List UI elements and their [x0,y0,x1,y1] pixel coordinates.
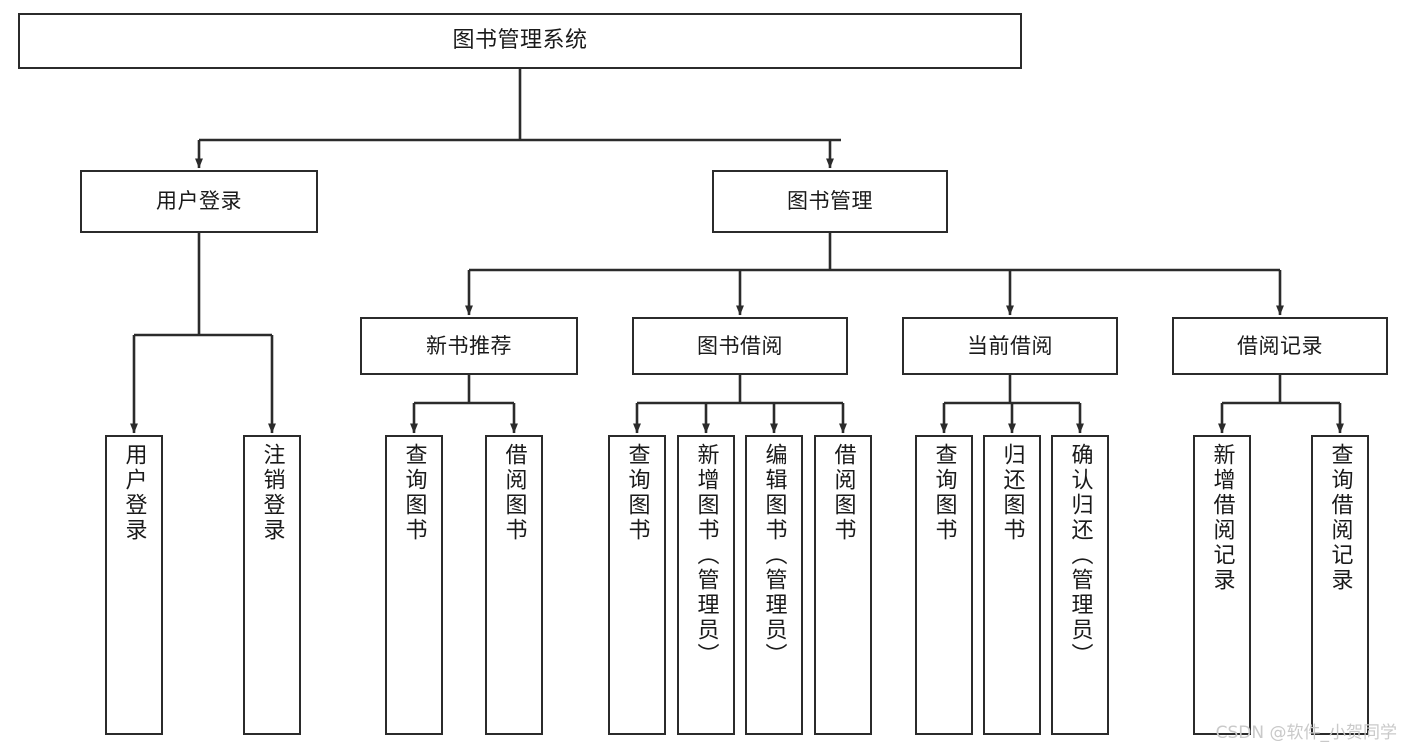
node-leaf-return-book-label: 归还图书 [999,443,1025,543]
node-leaf-query-book-new-label: 查询图书 [401,443,427,543]
node-book-borrow-label: 图书借阅 [697,333,783,358]
node-leaf-query-book-borrow[interactable]: 查询图书 [608,435,666,735]
node-leaf-edit-book-admin-label: 编辑图书（管理员） [761,443,787,668]
node-leaf-logout[interactable]: 注销登录 [243,435,301,735]
node-book-management[interactable]: 图书管理 [712,170,948,233]
csdn-watermark: CSDN @软件_小贺同学 [1215,723,1397,743]
node-leaf-edit-book-admin[interactable]: 编辑图书（管理员） [745,435,803,735]
node-book-borrow[interactable]: 图书借阅 [632,317,848,375]
node-leaf-logout-label: 注销登录 [259,443,285,543]
node-current-borrow-label: 当前借阅 [967,333,1053,358]
node-leaf-add-book-admin-label: 新增图书（管理员） [693,443,719,668]
node-leaf-user-login-label: 用户登录 [121,443,147,543]
node-leaf-user-login[interactable]: 用户登录 [105,435,163,735]
node-new-book-recommend-label: 新书推荐 [426,333,512,358]
node-leaf-confirm-return-admin[interactable]: 确认归还（管理员） [1051,435,1109,735]
node-leaf-query-book-borrow-label: 查询图书 [624,443,650,543]
node-leaf-add-book-admin[interactable]: 新增图书（管理员） [677,435,735,735]
node-root-system[interactable]: 图书管理系统 [18,13,1022,69]
node-leaf-add-borrow-record-label: 新增借阅记录 [1209,443,1235,593]
node-leaf-query-book-current[interactable]: 查询图书 [915,435,973,735]
node-leaf-add-borrow-record[interactable]: 新增借阅记录 [1193,435,1251,735]
node-current-borrow[interactable]: 当前借阅 [902,317,1118,375]
node-new-book-recommend[interactable]: 新书推荐 [360,317,578,375]
node-leaf-return-book[interactable]: 归还图书 [983,435,1041,735]
node-user-login-label: 用户登录 [156,189,242,214]
node-leaf-query-borrow-record[interactable]: 查询借阅记录 [1311,435,1369,735]
node-borrow-record[interactable]: 借阅记录 [1172,317,1388,375]
node-leaf-confirm-return-admin-label: 确认归还（管理员） [1067,443,1093,668]
node-borrow-record-label: 借阅记录 [1237,333,1323,358]
node-leaf-borrow-book-label: 借阅图书 [830,443,856,543]
node-leaf-query-borrow-record-label: 查询借阅记录 [1327,443,1353,593]
node-leaf-borrow-book-new[interactable]: 借阅图书 [485,435,543,735]
node-root-system-label: 图书管理系统 [452,28,588,54]
node-leaf-borrow-book[interactable]: 借阅图书 [814,435,872,735]
node-book-management-label: 图书管理 [787,189,873,214]
node-leaf-query-book-current-label: 查询图书 [931,443,957,543]
node-leaf-borrow-book-new-label: 借阅图书 [501,443,527,543]
node-user-login[interactable]: 用户登录 [80,170,318,233]
node-leaf-query-book-new[interactable]: 查询图书 [385,435,443,735]
